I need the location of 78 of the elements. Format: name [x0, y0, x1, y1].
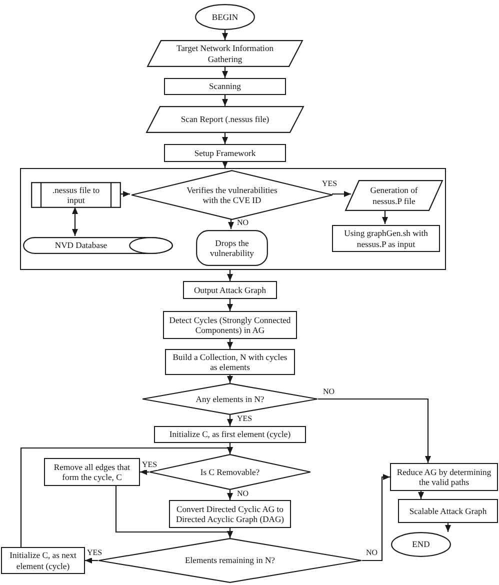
node-text: Setup Framework — [194, 148, 256, 158]
node-text: Initialize C, as next element (cycle) — [8, 550, 78, 571]
flow-arrow — [20, 447, 233, 547]
node-text: Target Network Information Gathering — [175, 43, 275, 64]
flow-arrow — [227, 415, 233, 426]
node-text: Output Attack Graph — [194, 284, 266, 296]
process-box — [332, 225, 440, 252]
flow-arrow — [445, 523, 451, 532]
flow-arrow — [140, 469, 149, 475]
node-text: Reduce AG by determining the valid paths — [396, 466, 492, 488]
data-parallelogram — [147, 40, 303, 67]
node-text: .nessus file to input — [51, 184, 101, 206]
process-box — [183, 281, 277, 299]
branch-label: NO — [322, 388, 336, 397]
flow-arrow — [332, 191, 351, 197]
flow-arrow — [382, 210, 388, 224]
node-text: Scan Report (.nessus file) — [180, 114, 270, 125]
node-text: NVD Database — [54, 240, 108, 251]
flow-arrow — [222, 161, 228, 168]
terminator-oval — [391, 532, 451, 557]
process-box — [169, 500, 291, 528]
process-box — [164, 144, 286, 162]
flow-arrow — [72, 207, 78, 236]
node-text: Generation of nessus.P file — [369, 185, 419, 206]
process-box — [165, 349, 295, 375]
branch-label: NO — [365, 549, 379, 558]
flow-arrow — [222, 95, 228, 106]
flow-arrow — [227, 375, 233, 383]
node-text: Is C Removable? — [200, 466, 260, 478]
process-box — [163, 311, 297, 339]
node-text: Build a Collection, N with cycles as elements — [172, 352, 288, 372]
flow-arrow — [418, 491, 424, 499]
node-text: Using graphGen.sh with nessus.P as input — [343, 228, 429, 249]
data-parallelogram — [345, 180, 443, 211]
node-text: Convert Directed Cyclic AG to Directed Acyclic Graph (DAG) — [174, 504, 286, 524]
node-text: Verifies the vulnerabilities with the CVE ID — [186, 184, 278, 206]
flow-arrow — [227, 490, 233, 500]
node-text: Scanning — [209, 81, 241, 92]
flow-arrow — [227, 339, 233, 349]
node-text: Scalable Attack Graph — [409, 506, 487, 516]
flow-arrow — [227, 299, 233, 311]
node-text: Drops the vulnerability — [209, 238, 255, 258]
rounded-box — [196, 230, 268, 266]
group-frame — [20, 168, 446, 270]
data-parallelogram — [146, 106, 304, 133]
branch-label: YES — [321, 180, 338, 189]
node-text: Detect Cycles (Strongly Connected Components) in AG — [168, 314, 292, 336]
flow-arrow — [228, 219, 234, 229]
branch-label: YES — [141, 461, 158, 470]
branch-label: YES — [86, 549, 104, 558]
process-box — [390, 463, 498, 491]
flow-arrow — [362, 474, 390, 562]
node-text: Elements remaining in N? — [185, 555, 275, 566]
process-box — [398, 499, 498, 523]
terminator-oval — [195, 4, 255, 30]
flow-arrow — [222, 30, 228, 40]
node-text: Remove all edges that form the cycle, C — [52, 462, 132, 482]
flow-arrow — [227, 528, 233, 538]
branch-label: YES — [236, 415, 254, 424]
process-box — [44, 458, 140, 486]
process-box — [154, 426, 306, 443]
branch-label: NO — [236, 490, 250, 499]
flow-arrow — [222, 133, 228, 144]
process-box — [1, 547, 85, 574]
flow-arrow — [227, 270, 233, 281]
process-box — [164, 78, 286, 95]
flow-arrow — [222, 67, 228, 78]
subprocess-box — [31, 182, 121, 208]
decision-diamond — [142, 383, 318, 415]
flow-arrow — [85, 558, 98, 564]
node-text: END — [412, 539, 430, 550]
branch-label: NO — [236, 219, 250, 228]
node-text: Any elements in N? — [196, 394, 264, 404]
node-text: Initialize C, as first element (cycle) — [169, 429, 291, 440]
database-cylinder — [23, 237, 173, 254]
flow-arrow — [120, 191, 130, 197]
node-text: BEGIN — [212, 12, 238, 22]
flow-arrow — [318, 398, 431, 463]
